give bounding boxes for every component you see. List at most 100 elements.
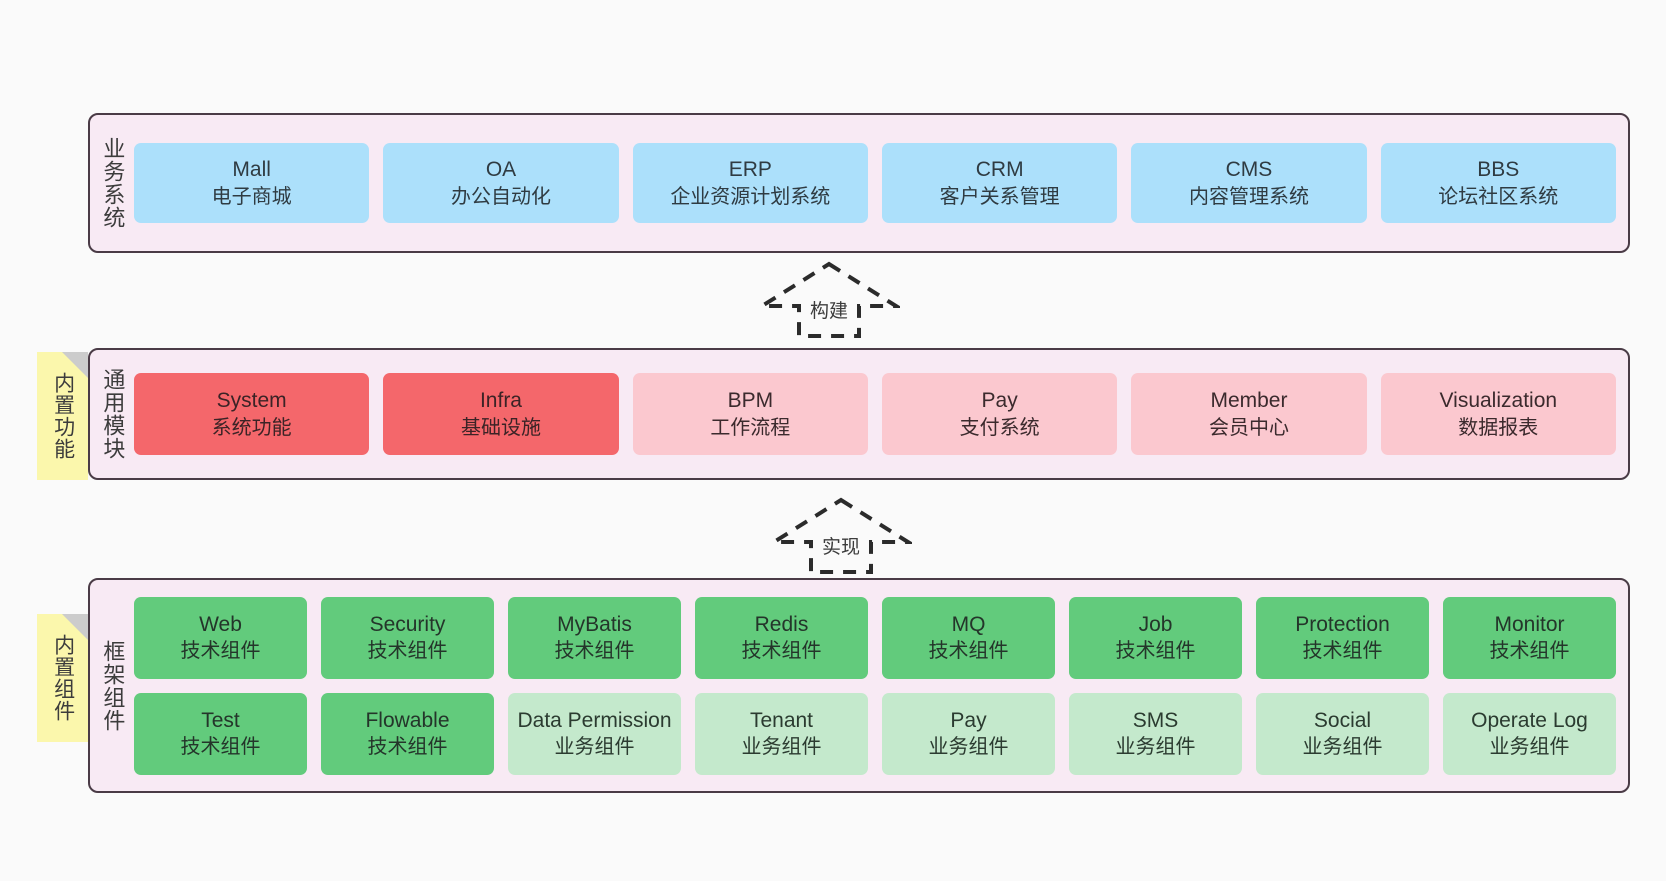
component-box-subtitle: 业务组件 bbox=[928, 736, 1009, 759]
component-box-title: Job bbox=[1138, 612, 1173, 636]
common-module-label: 通用模块 bbox=[100, 368, 126, 460]
framework-component-label: 框架组件 bbox=[100, 639, 126, 732]
component-box[interactable]: Protection 技术组件 bbox=[1256, 596, 1429, 679]
build-arrow: 构建 bbox=[758, 260, 900, 340]
component-box-title: CMS bbox=[1225, 158, 1273, 182]
component-box[interactable]: ERP 企业资源计划系统 bbox=[632, 143, 868, 223]
builtin-function-note-text: 内置功能 bbox=[51, 372, 75, 460]
component-box-title: System bbox=[216, 389, 287, 413]
implement-arrow-label: 实现 bbox=[821, 537, 860, 558]
component-box-title: CRM bbox=[975, 158, 1024, 182]
component-box-subtitle: 数据报表 bbox=[1458, 416, 1539, 439]
component-box[interactable]: Web 技术组件 bbox=[134, 596, 307, 679]
builtin-function-note: 内置功能 bbox=[37, 352, 88, 480]
component-box-title: Protection bbox=[1295, 612, 1390, 636]
component-box-title: Operate Log bbox=[1471, 708, 1588, 732]
component-box-subtitle: 技术组件 bbox=[180, 640, 261, 663]
component-box-subtitle: 会员中心 bbox=[1208, 416, 1289, 439]
component-box-title: Social bbox=[1313, 708, 1372, 732]
build-arrow-label: 构建 bbox=[809, 301, 848, 322]
component-box-subtitle: 业务组件 bbox=[741, 736, 822, 759]
component-box-title: Visualization bbox=[1439, 389, 1558, 413]
component-box[interactable]: Redis 技术组件 bbox=[695, 596, 868, 679]
component-box[interactable]: Pay 业务组件 bbox=[882, 692, 1055, 775]
component-box-subtitle: 电子商城 bbox=[211, 185, 292, 208]
component-box-subtitle: 技术组件 bbox=[180, 736, 261, 759]
component-box-subtitle: 技术组件 bbox=[741, 640, 822, 663]
component-box-title: Security bbox=[369, 612, 446, 636]
component-box-title: Redis bbox=[754, 612, 809, 636]
component-box-subtitle: 论坛社区系统 bbox=[1438, 185, 1559, 208]
business-system-label: 业务系统 bbox=[100, 137, 126, 229]
component-box-title: Pay bbox=[950, 708, 987, 732]
component-box[interactable]: BPM 工作流程 bbox=[632, 373, 868, 455]
component-box-title: MyBatis bbox=[557, 612, 632, 636]
component-box-title: Member bbox=[1210, 389, 1288, 413]
component-box-title: BBS bbox=[1477, 158, 1520, 182]
component-box[interactable]: Data Permission 业务组件 bbox=[508, 692, 681, 775]
component-box-title: ERP bbox=[728, 158, 772, 182]
component-box-subtitle: 业务组件 bbox=[1302, 736, 1383, 759]
component-box[interactable]: MQ 技术组件 bbox=[882, 596, 1055, 679]
business-system-panel: 业务系统 Mall 电子商城 OA 办公自动化 ERP 企业资源计划系统 CRM 客户关系管理… bbox=[88, 113, 1630, 253]
component-box[interactable]: System 系统功能 bbox=[134, 373, 370, 455]
component-box-subtitle: 客户关系管理 bbox=[939, 185, 1060, 208]
component-box-subtitle: 技术组件 bbox=[1302, 640, 1383, 663]
component-box-title: Monitor bbox=[1494, 612, 1565, 636]
component-box-subtitle: 系统功能 bbox=[211, 416, 292, 439]
component-box[interactable]: Social 业务组件 bbox=[1256, 692, 1429, 775]
component-box-subtitle: 技术组件 bbox=[1115, 640, 1196, 663]
component-box[interactable]: OA 办公自动化 bbox=[383, 143, 619, 223]
component-box[interactable]: Tenant 业务组件 bbox=[695, 692, 868, 775]
component-box-title: Web bbox=[199, 612, 242, 636]
component-box-title: BPM bbox=[727, 389, 774, 413]
component-box[interactable]: Monitor 技术组件 bbox=[1443, 596, 1616, 679]
component-box-subtitle: 技术组件 bbox=[554, 640, 635, 663]
component-box-subtitle: 业务组件 bbox=[1489, 736, 1570, 759]
component-box[interactable]: CRM 客户关系管理 bbox=[881, 143, 1118, 223]
component-box-subtitle: 技术组件 bbox=[1489, 640, 1570, 663]
builtin-component-note-text: 内置组件 bbox=[51, 634, 75, 722]
component-box-title: Data Permission bbox=[517, 708, 672, 732]
component-box-title: MQ bbox=[951, 612, 986, 636]
component-box-title: OA bbox=[485, 158, 517, 182]
component-box[interactable]: Member 会员中心 bbox=[1131, 373, 1367, 455]
component-box[interactable]: BBS 论坛社区系统 bbox=[1380, 143, 1616, 223]
component-box-subtitle: 企业资源计划系统 bbox=[670, 185, 831, 208]
component-box-title: SMS bbox=[1132, 708, 1179, 732]
component-box-title: Tenant bbox=[749, 708, 814, 732]
component-box-title: Pay bbox=[981, 389, 1018, 413]
component-box-title: Infra bbox=[479, 389, 522, 413]
builtin-component-note: 内置组件 bbox=[37, 614, 88, 742]
component-box[interactable]: Mall 电子商城 bbox=[134, 143, 370, 223]
note-fold-corner-icon bbox=[62, 614, 88, 640]
component-box-subtitle: 技术组件 bbox=[367, 736, 448, 759]
component-box-subtitle: 办公自动化 bbox=[450, 185, 551, 208]
component-box-title: Mall bbox=[232, 158, 271, 182]
component-box[interactable]: MyBatis 技术组件 bbox=[508, 596, 681, 679]
implement-arrow: 实现 bbox=[770, 496, 912, 576]
component-box[interactable]: Visualization 数据报表 bbox=[1380, 373, 1616, 455]
component-box[interactable]: Job 技术组件 bbox=[1069, 596, 1242, 679]
component-box-subtitle: 工作流程 bbox=[710, 416, 791, 439]
component-box[interactable]: Operate Log 业务组件 bbox=[1443, 692, 1616, 775]
component-box-subtitle: 技术组件 bbox=[928, 640, 1009, 663]
note-fold-corner-icon bbox=[62, 352, 88, 378]
component-box-subtitle: 业务组件 bbox=[554, 736, 635, 759]
